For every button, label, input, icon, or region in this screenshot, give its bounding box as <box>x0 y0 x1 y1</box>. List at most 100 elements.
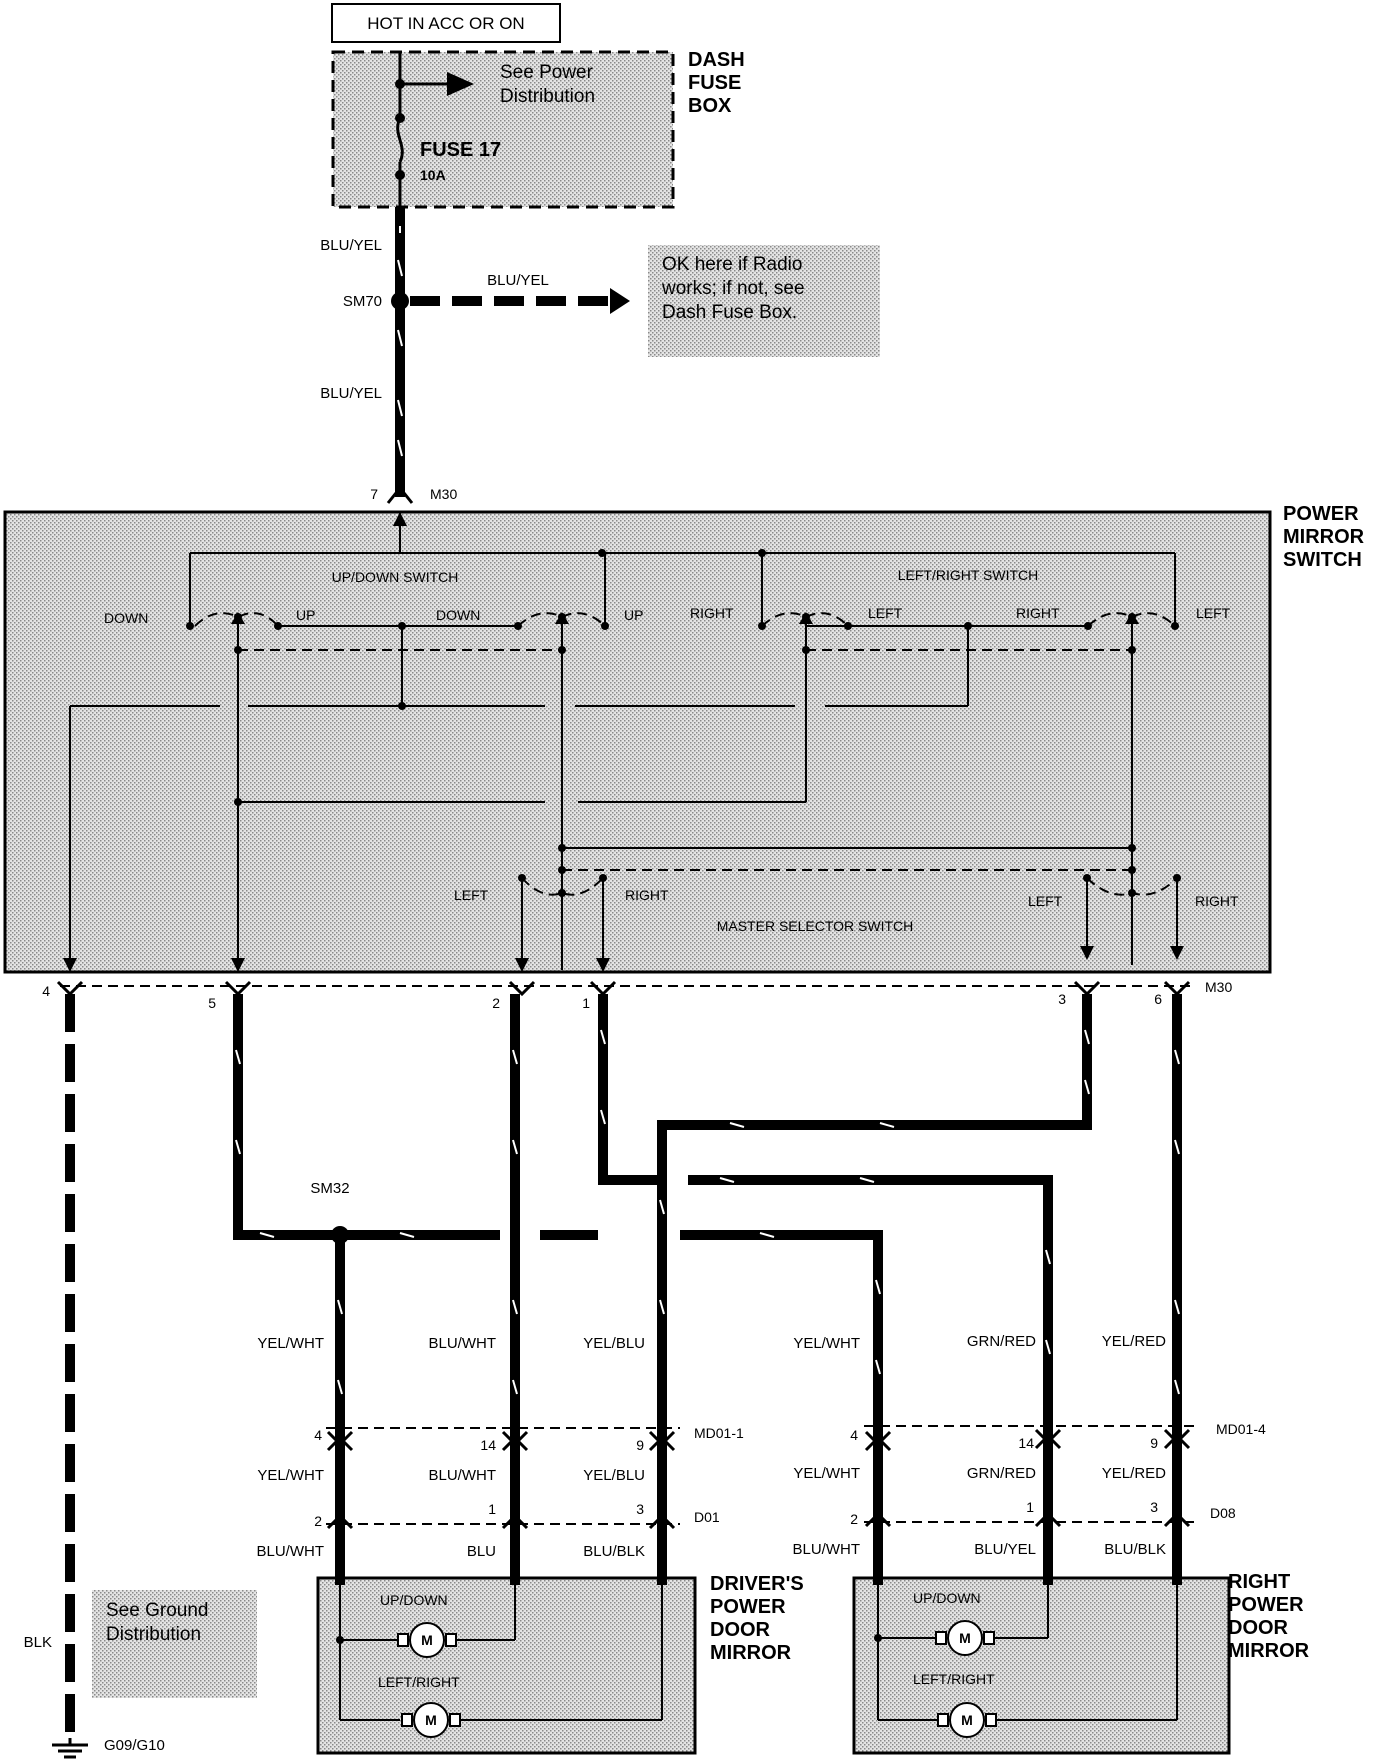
power-dist-note-1: See Power <box>500 62 594 83</box>
contact-left-2: LEFT <box>1196 605 1231 621</box>
d08-pin-3: 3 <box>1150 1499 1158 1515</box>
svg-text:GRN/RED: GRN/RED <box>967 1465 1036 1482</box>
sm70-splice <box>391 292 409 310</box>
master-selector-label: MASTER SELECTOR SWITCH <box>717 918 914 934</box>
radio-branch-label: BLU/YEL <box>487 272 549 289</box>
switch-internal-wiring <box>69 512 1178 970</box>
driver-mirror-internal-wiring <box>339 1585 663 1721</box>
svg-text:YEL/WHT: YEL/WHT <box>257 1467 324 1484</box>
wire-pin5 <box>233 994 500 1240</box>
svg-text:YEL/WHT: YEL/WHT <box>257 1335 324 1352</box>
md01-4-pin-9: 9 <box>1150 1435 1158 1451</box>
svg-text:BLU/BLK: BLU/BLK <box>583 1543 645 1560</box>
passenger-leftright-label: LEFT/RIGHT <box>913 1671 995 1687</box>
ground-note-2: Distribution <box>106 1624 201 1645</box>
svg-text:BLU/WHT: BLU/WHT <box>429 1467 497 1484</box>
passenger-mirror-title-4: MIRROR <box>1228 1640 1310 1662</box>
passenger-updown-motor: M <box>935 1620 995 1656</box>
sm32-label: SM32 <box>310 1180 349 1197</box>
pms-title-3: SWITCH <box>1283 549 1362 571</box>
pms-title-1: POWER <box>1283 503 1359 525</box>
contact-down-1: DOWN <box>104 610 148 626</box>
passenger-mirror-internal-wiring <box>877 1585 1178 1721</box>
svg-text:YEL/BLU: YEL/BLU <box>583 1467 645 1484</box>
svg-text:M: M <box>421 1632 433 1648</box>
svg-text:M: M <box>959 1630 971 1646</box>
svg-text:BLU/WHT: BLU/WHT <box>429 1335 497 1352</box>
fuse-box-title-1: DASH <box>688 49 745 71</box>
master-right-1: RIGHT <box>625 887 669 903</box>
passenger-mirror-box <box>852 1576 1231 1755</box>
passenger-mid-wire-labels: YEL/WHT GRN/RED YEL/RED <box>793 1465 1166 1482</box>
driver-updown-motor: M <box>397 1622 457 1658</box>
svg-text:BLU/WHT: BLU/WHT <box>793 1541 861 1558</box>
switch-contact-nodes <box>186 549 1181 897</box>
contact-up-2: UP <box>624 607 643 623</box>
d08-name: D08 <box>1210 1505 1236 1521</box>
svg-text:YEL/RED: YEL/RED <box>1102 1465 1166 1482</box>
svg-text:BLU/WHT: BLU/WHT <box>257 1543 325 1560</box>
passenger-lower-wire-labels: BLU/WHT BLU/YEL BLU/BLK <box>793 1541 1167 1558</box>
ground-note-1: See Ground <box>106 1600 208 1621</box>
svg-text:BLU/YEL: BLU/YEL <box>974 1541 1036 1558</box>
svg-text:GRN/RED: GRN/RED <box>967 1333 1036 1350</box>
svg-text:YEL/WHT: YEL/WHT <box>793 1335 860 1352</box>
m30-input-connector <box>386 485 414 504</box>
d01-name: D01 <box>694 1509 720 1525</box>
driver-mirror-title-3: DOOR <box>710 1619 771 1641</box>
updown-switch-label: UP/DOWN SWITCH <box>332 569 459 585</box>
source-label-box <box>331 3 561 43</box>
pms-title-2: MIRROR <box>1283 526 1365 548</box>
contact-up-1: UP <box>296 607 315 623</box>
d01-pin-2: 2 <box>314 1513 322 1529</box>
svg-text:BLU: BLU <box>467 1543 496 1560</box>
svg-text:YEL/RED: YEL/RED <box>1102 1333 1166 1350</box>
sm70-label: SM70 <box>343 293 382 310</box>
master-right-2: RIGHT <box>1195 893 1239 909</box>
power-dist-note-2: Distribution <box>500 86 595 107</box>
passenger-upper-wire-labels: YEL/WHT GRN/RED YEL/RED <box>793 1333 1166 1352</box>
m30-pin-6: 6 <box>1154 991 1162 1007</box>
source-label: HOT IN ACC OR ON <box>367 14 524 33</box>
master-left-1: LEFT <box>454 887 489 903</box>
master-left-2: LEFT <box>1028 893 1063 909</box>
d01-pin-3: 3 <box>636 1501 644 1517</box>
driver-mirror-box <box>316 1576 697 1755</box>
m30-pin-2: 2 <box>492 995 500 1011</box>
md01-1-name: MD01-1 <box>694 1425 744 1441</box>
driver-upper-wire-labels: YEL/WHT BLU/WHT YEL/BLU <box>257 1335 645 1352</box>
m30-input-pin: 7 <box>370 486 378 502</box>
svg-text:M: M <box>425 1712 437 1728</box>
passenger-updown-label: UP/DOWN <box>913 1590 981 1606</box>
svg-text:YEL/BLU: YEL/BLU <box>583 1335 645 1352</box>
fuse-box-title-3: BOX <box>688 95 732 117</box>
fuse-rating: 10A <box>420 167 446 183</box>
contact-down-2: DOWN <box>436 607 480 623</box>
fuse-name: FUSE 17 <box>420 139 501 161</box>
wire-pin3 <box>657 994 1092 1585</box>
wire-pin1 <box>598 994 1053 1585</box>
passenger-leftright-motor: M <box>937 1702 997 1738</box>
driver-lower-wire-labels: BLU/WHT BLU BLU/BLK <box>257 1543 646 1560</box>
d01-pin-1: 1 <box>488 1501 496 1517</box>
fuse-17-symbol <box>396 117 404 163</box>
passenger-mirror-node <box>874 1634 882 1642</box>
m30-output-pins <box>56 980 1191 997</box>
driver-mirror-title-1: DRIVER'S <box>710 1573 804 1595</box>
md01-1-pin-14: 14 <box>480 1437 496 1453</box>
harness-wires <box>65 994 1182 1738</box>
passenger-mirror-title-2: POWER <box>1228 1594 1304 1616</box>
driver-mirror-title-4: MIRROR <box>710 1642 792 1664</box>
wire-yelwht-cross <box>540 1230 883 1585</box>
switch-output-arrows <box>63 612 1184 972</box>
contact-right-2: RIGHT <box>1016 605 1060 621</box>
fuse-box-title-2: FUSE <box>688 72 741 94</box>
ground-wire-label: BLK <box>24 1634 52 1651</box>
radio-note-2: works; if not, see <box>661 278 805 299</box>
ground-location: G09/G10 <box>104 1737 165 1754</box>
svg-text:M: M <box>961 1712 973 1728</box>
driver-leftright-label: LEFT/RIGHT <box>378 1674 460 1690</box>
ground-note-shade <box>92 1590 257 1698</box>
radio-branch-wire <box>410 288 630 314</box>
passenger-mirror-title-3: DOOR <box>1228 1617 1289 1639</box>
